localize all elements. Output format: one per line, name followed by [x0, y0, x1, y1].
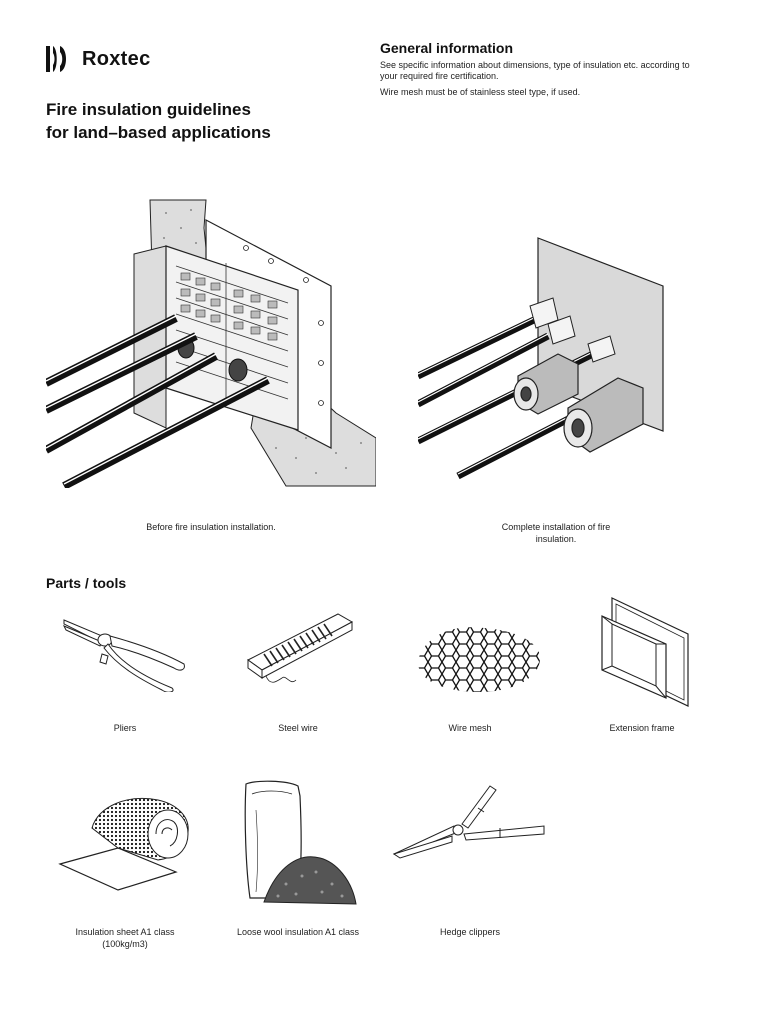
brand-logo: Roxtec — [46, 46, 151, 72]
part-pliers — [62, 612, 188, 692]
insulation-sheet-icon — [58, 797, 189, 891]
after-caption: Complete installation of fire insulation… — [501, 522, 611, 544]
title-line-1: Fire insulation guidelines — [46, 100, 251, 119]
pliers-label: Pliers — [113, 723, 137, 733]
page-title: Fire insulation guidelines for land–base… — [46, 98, 271, 144]
part-insulation-sheet — [58, 786, 194, 896]
extension-frame-icon — [601, 597, 689, 707]
transit-before-illustration — [46, 199, 376, 488]
insulation-sheet-label: Insulation sheet A1 class (100kg/m3) — [75, 927, 175, 949]
roxtec-logo-icon — [46, 46, 66, 72]
title-line-2: for land–based applications — [46, 123, 271, 142]
part-loose-wool — [236, 780, 360, 910]
figure-before-installation — [46, 198, 376, 488]
wire-mesh-label: Wire mesh — [448, 723, 492, 733]
brand-name: Roxtec — [82, 47, 151, 70]
hedge-clippers-icon — [392, 785, 545, 859]
general-info-paragraph-2: Wire mesh must be of stainless steel typ… — [380, 87, 581, 97]
steel-wire-icon — [247, 613, 354, 683]
part-hedge-clippers — [392, 782, 548, 874]
steel-wire-label: Steel wire — [278, 723, 318, 733]
part-steel-wire — [242, 608, 354, 690]
loose-wool-label: Loose wool insulation A1 class — [236, 927, 360, 937]
extension-frame-label: Extension frame — [609, 723, 675, 733]
general-info-paragraph-1: See specific information about dimension… — [380, 60, 690, 81]
general-info-text: See specific information about dimension… — [380, 60, 700, 103]
general-info-heading: General information — [380, 40, 514, 56]
pliers-icon — [62, 619, 185, 692]
part-extension-frame — [598, 596, 690, 708]
figure-complete-installation — [418, 236, 728, 481]
loose-wool-icon — [244, 780, 357, 905]
transit-after-illustration — [418, 237, 664, 480]
before-caption: Before fire insulation installation. — [146, 522, 276, 532]
hedge-clippers-label: Hedge clippers — [439, 927, 501, 937]
parts-heading: Parts / tools — [46, 575, 127, 591]
wire-mesh-icon — [417, 627, 541, 692]
part-wire-mesh — [414, 620, 544, 696]
